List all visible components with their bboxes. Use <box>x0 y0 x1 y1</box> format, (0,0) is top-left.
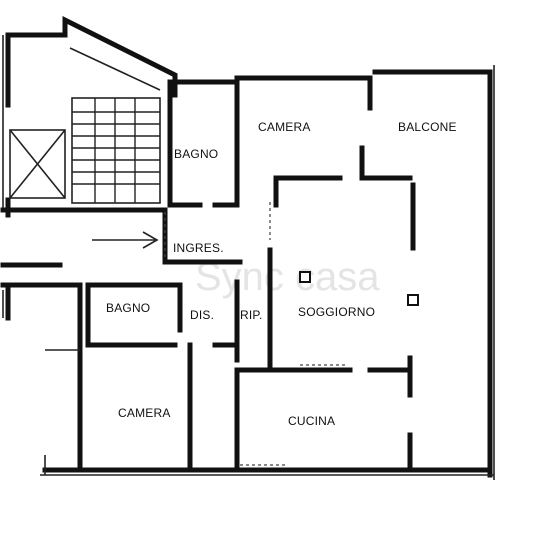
staircase <box>71 97 161 204</box>
label-bagno-top: BAGNO <box>174 147 218 161</box>
stairwell <box>0 15 178 218</box>
entrance-arrow <box>92 231 159 249</box>
label-cucina: CUCINA <box>288 414 335 428</box>
elevator-shaft <box>9 129 66 199</box>
pillar <box>407 294 419 306</box>
pillar <box>299 271 311 283</box>
label-bagno-bottom: BAGNO <box>106 301 150 315</box>
label-camera-bottom: CAMERA <box>118 406 171 420</box>
label-soggiorno: SOGGIORNO <box>298 305 375 319</box>
interior-walls <box>85 75 416 473</box>
label-balcone: BALCONE <box>398 120 457 134</box>
label-camera-top: CAMERA <box>258 120 311 134</box>
apartment-walls <box>0 65 495 480</box>
label-ingresso: INGRES. <box>173 241 224 255</box>
label-disimpegno: DIS. <box>190 308 214 322</box>
label-ripostiglio: RIP. <box>240 308 263 322</box>
